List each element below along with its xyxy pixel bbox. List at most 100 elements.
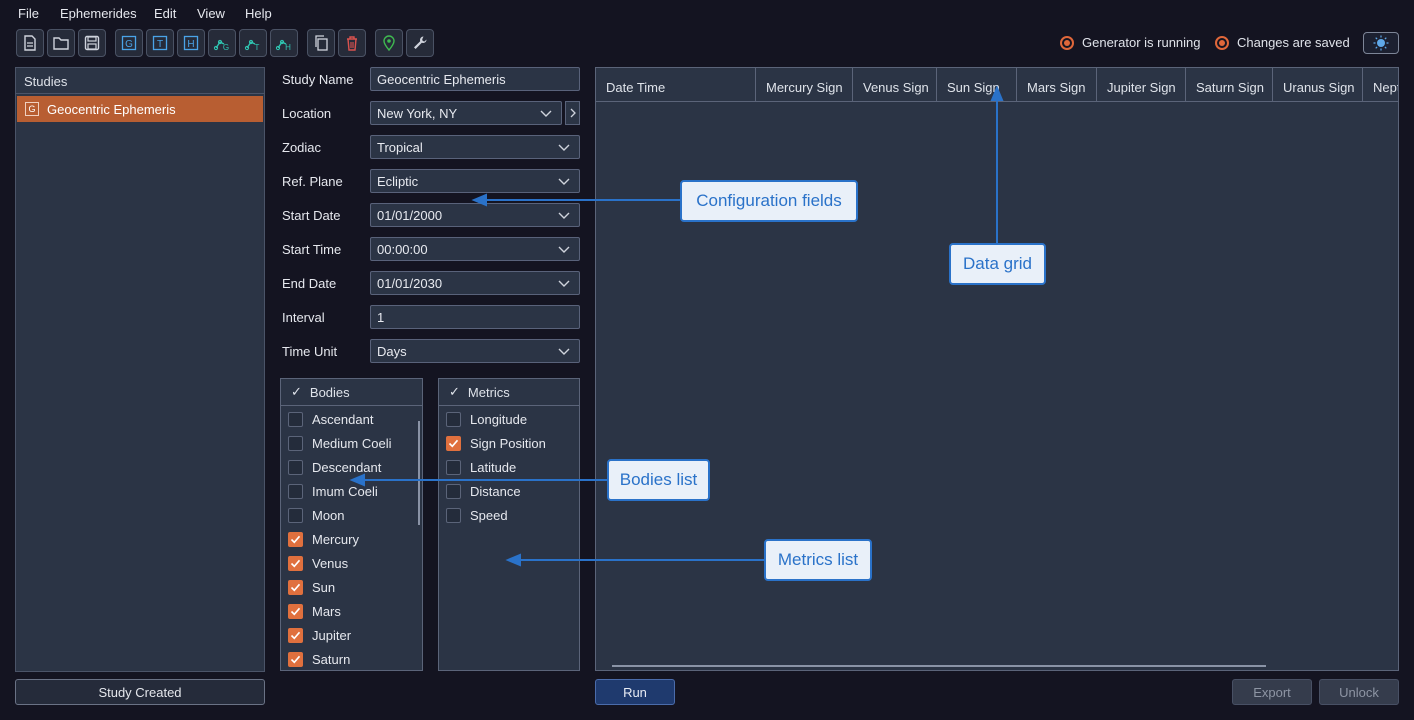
- checkbox-checked[interactable]: [288, 580, 303, 595]
- checkbox-checked[interactable]: [288, 556, 303, 571]
- new-file-button[interactable]: [16, 29, 44, 57]
- checkbox[interactable]: [288, 484, 303, 499]
- checkbox[interactable]: [288, 460, 303, 475]
- study-item-label: Geocentric Ephemeris: [47, 101, 176, 117]
- end-date-select[interactable]: 01/01/2030: [370, 271, 580, 295]
- body-label: Sun: [312, 580, 336, 595]
- time-unit-select[interactable]: Days: [370, 339, 580, 363]
- body-row[interactable]: Saturn: [288, 652, 350, 667]
- unlock-button[interactable]: Unlock: [1319, 679, 1399, 705]
- checkbox[interactable]: [446, 508, 461, 523]
- export-button[interactable]: Export: [1232, 679, 1312, 705]
- metric-label: Speed: [470, 508, 508, 523]
- topocentric-study-icon: T: [152, 35, 168, 51]
- metric-row[interactable]: Distance: [446, 484, 521, 499]
- checkbox[interactable]: [446, 412, 461, 427]
- start-time-select[interactable]: 00:00:00: [370, 237, 580, 261]
- menu-file[interactable]: File: [18, 6, 39, 21]
- body-row[interactable]: Sun: [288, 580, 335, 595]
- checkbox-checked[interactable]: [446, 436, 461, 451]
- body-label: Mars: [312, 604, 341, 619]
- heliocentric-graph-button[interactable]: H: [270, 29, 298, 57]
- checkbox[interactable]: [288, 412, 303, 427]
- zodiac-select[interactable]: Tropical: [370, 135, 580, 159]
- body-row[interactable]: Jupiter: [288, 628, 351, 643]
- data-grid: Date Time Mercury Sign Venus Sign Sun Si…: [595, 67, 1399, 671]
- save-button[interactable]: [78, 29, 106, 57]
- body-label: Venus: [312, 556, 349, 571]
- chevron-down-icon: [540, 110, 552, 117]
- metric-row[interactable]: Longitude: [446, 412, 527, 427]
- start-time-label: Start Time: [282, 242, 342, 257]
- column-header[interactable]: Venus Sign: [853, 68, 937, 101]
- body-row[interactable]: Imum Coeli: [288, 484, 378, 499]
- column-header[interactable]: Date Time: [596, 68, 756, 101]
- checkbox-checked[interactable]: [288, 604, 303, 619]
- menu-bar: File Ephemerides Edit View Help: [0, 0, 1414, 28]
- location-button[interactable]: [375, 29, 403, 57]
- heliocentric-study-button[interactable]: H: [177, 29, 205, 57]
- body-row[interactable]: Ascendant: [288, 412, 373, 427]
- column-header[interactable]: Mars Sign: [1017, 68, 1097, 101]
- select-all-check-icon: ✓: [449, 384, 460, 399]
- open-folder-button[interactable]: [47, 29, 75, 57]
- geocentric-study-icon: G: [25, 102, 39, 116]
- geocentric-graph-button[interactable]: G: [208, 29, 236, 57]
- body-row[interactable]: Mercury: [288, 532, 359, 547]
- checkbox-checked[interactable]: [288, 652, 303, 667]
- column-header[interactable]: Jupiter Sign: [1097, 68, 1186, 101]
- menu-help[interactable]: Help: [245, 6, 272, 21]
- column-header[interactable]: Nept: [1373, 80, 1399, 95]
- body-row[interactable]: Mars: [288, 604, 341, 619]
- time-unit-label: Time Unit: [282, 344, 338, 359]
- copy-button[interactable]: [307, 29, 335, 57]
- column-header[interactable]: Mercury Sign: [756, 68, 853, 101]
- column-header[interactable]: Saturn Sign: [1186, 68, 1273, 101]
- bodies-scrollbar[interactable]: [418, 421, 420, 525]
- menu-view[interactable]: View: [197, 6, 225, 21]
- location-more-button[interactable]: [565, 101, 580, 125]
- settings-button[interactable]: [406, 29, 434, 57]
- chevron-down-icon: [558, 144, 570, 151]
- geocentric-graph-icon: G: [213, 39, 229, 52]
- checkbox[interactable]: [288, 508, 303, 523]
- interval-input[interactable]: 1: [370, 305, 580, 329]
- geocentric-study-button[interactable]: G: [115, 29, 143, 57]
- body-row[interactable]: Descendant: [288, 460, 381, 475]
- open-folder-icon: [53, 37, 69, 50]
- h-letter: H: [187, 39, 194, 50]
- delete-button[interactable]: [338, 29, 366, 57]
- checkbox[interactable]: [288, 436, 303, 451]
- body-row[interactable]: Medium Coeli: [288, 436, 391, 451]
- metric-label: Latitude: [470, 460, 517, 475]
- checkbox[interactable]: [446, 460, 461, 475]
- metric-row[interactable]: Sign Position: [446, 436, 546, 451]
- column-header[interactable]: Sun Sign: [937, 68, 1017, 101]
- zodiac-label: Zodiac: [282, 140, 322, 155]
- study-status-button[interactable]: Study Created: [15, 679, 265, 705]
- start-date-select[interactable]: 01/01/2000: [370, 203, 580, 227]
- menu-edit[interactable]: Edit: [154, 6, 177, 21]
- body-label: Medium Coeli: [312, 436, 392, 451]
- study-item[interactable]: G Geocentric Ephemeris: [17, 96, 263, 122]
- metric-row[interactable]: Speed: [446, 508, 508, 523]
- location-select[interactable]: New York, NY: [370, 101, 562, 125]
- chevron-down-icon: [558, 348, 570, 355]
- metrics-header[interactable]: ✓ Metrics: [439, 379, 579, 406]
- bodies-header[interactable]: ✓ Bodies: [281, 379, 422, 406]
- study-name-input[interactable]: Geocentric Ephemeris: [370, 67, 580, 91]
- checkbox[interactable]: [446, 484, 461, 499]
- menu-ephemerides[interactable]: Ephemerides: [60, 6, 137, 21]
- metric-row[interactable]: Latitude: [446, 460, 516, 475]
- horizontal-scrollbar[interactable]: [612, 665, 1266, 667]
- topocentric-study-button[interactable]: T: [146, 29, 174, 57]
- theme-toggle-button[interactable]: [1363, 32, 1399, 54]
- topocentric-graph-button[interactable]: T: [239, 29, 267, 57]
- checkbox-checked[interactable]: [288, 628, 303, 643]
- checkbox-checked[interactable]: [288, 532, 303, 547]
- run-button[interactable]: Run: [595, 679, 675, 705]
- body-row[interactable]: Moon: [288, 508, 345, 523]
- ref-plane-select[interactable]: Ecliptic: [370, 169, 580, 193]
- body-row[interactable]: Venus: [288, 556, 348, 571]
- column-header[interactable]: Uranus Sign: [1273, 68, 1363, 101]
